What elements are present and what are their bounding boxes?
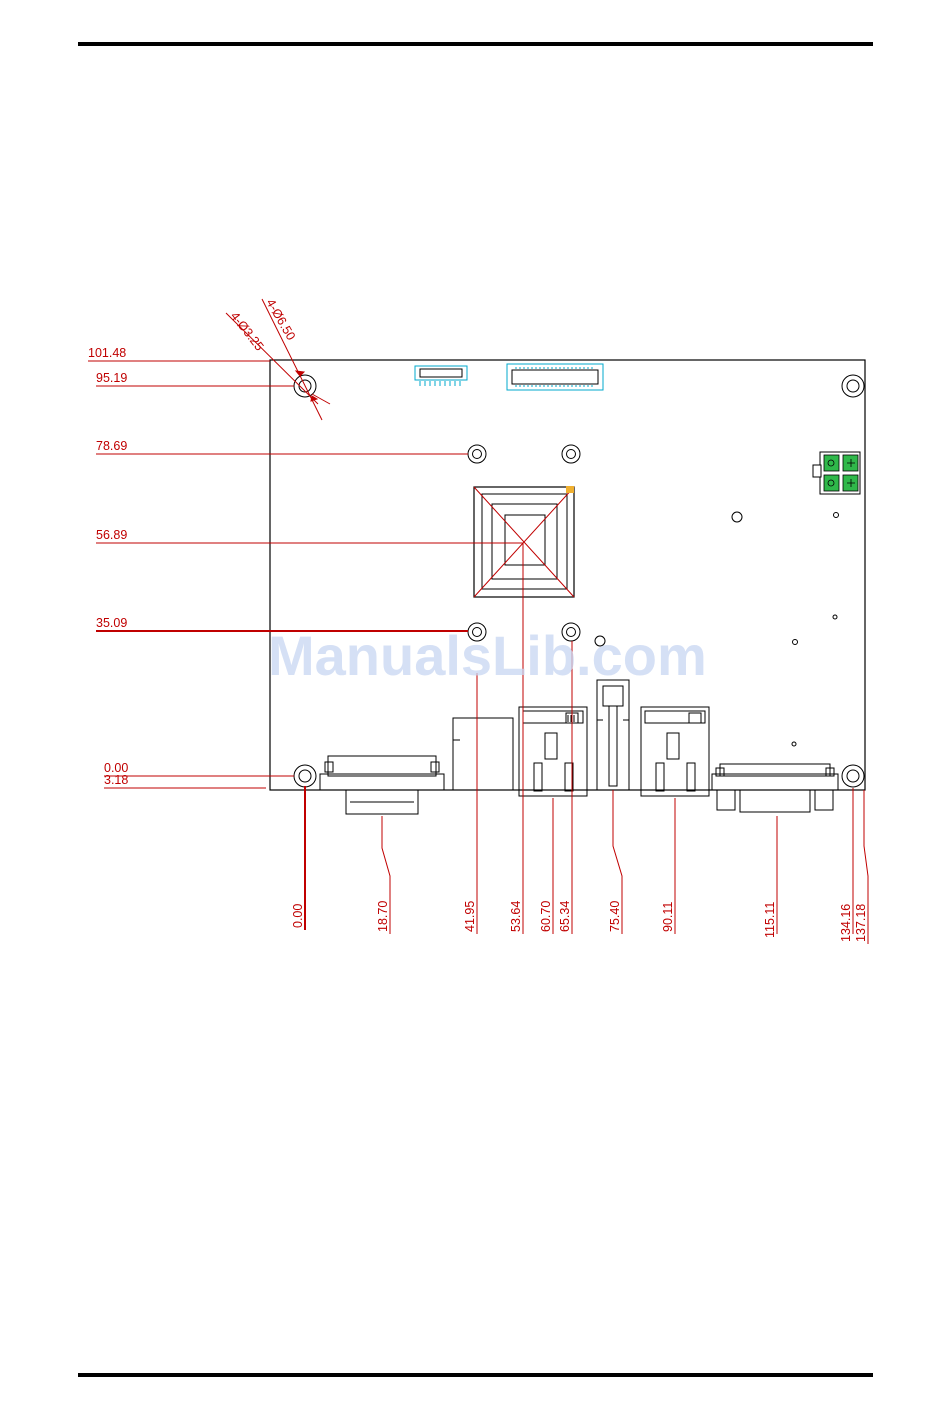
watermark: ManualsLib.com [268,624,707,687]
dim-label-75-40: 75.40 [608,901,622,932]
dim-label-60-70: 60.70 [539,901,553,932]
serial-port-right [712,764,838,812]
dim-label-134-16: 134.16 [839,904,853,942]
dim-label-53-64: 53.64 [509,901,523,932]
dim-label-65-34: 65.34 [558,901,572,932]
hole-label-small: 4-Ø3.25 [228,309,267,353]
usb-stack-right [641,707,709,796]
mounting-hole-top-right [842,375,864,397]
mounting-hole-bottom-left [294,765,316,787]
video-port-center [597,680,629,790]
dim-label-95-19: 95.19 [96,371,127,385]
dim-label-56-89: 56.89 [96,528,127,542]
dim-label-78-69: 78.69 [96,439,127,453]
vertical-dim-lines [88,361,523,788]
usb-stack-left [519,707,587,796]
dim-label-115-11: 115.11 [763,902,777,938]
top-connector-wide [507,364,603,390]
dim-label-35-09: 35.09 [96,616,127,630]
power-connector [813,452,860,494]
cpu-package [474,486,574,597]
top-connector-small [415,366,467,386]
dim-label-3-18: 3.18 [104,773,128,787]
dim-label-41-95: 41.95 [463,901,477,932]
rear-io-box [453,718,513,790]
dim-label-101-48: 101.48 [88,346,126,360]
dim-label-0-00-h: 0.00 [291,904,305,928]
dim-label-18-70: 18.70 [376,901,390,932]
dim-label-137-18: 137.18 [854,904,868,942]
serial-port-left [320,756,444,814]
dim-label-90-11: 90.11 [661,902,675,932]
mounting-hole-bottom-right [842,765,864,787]
